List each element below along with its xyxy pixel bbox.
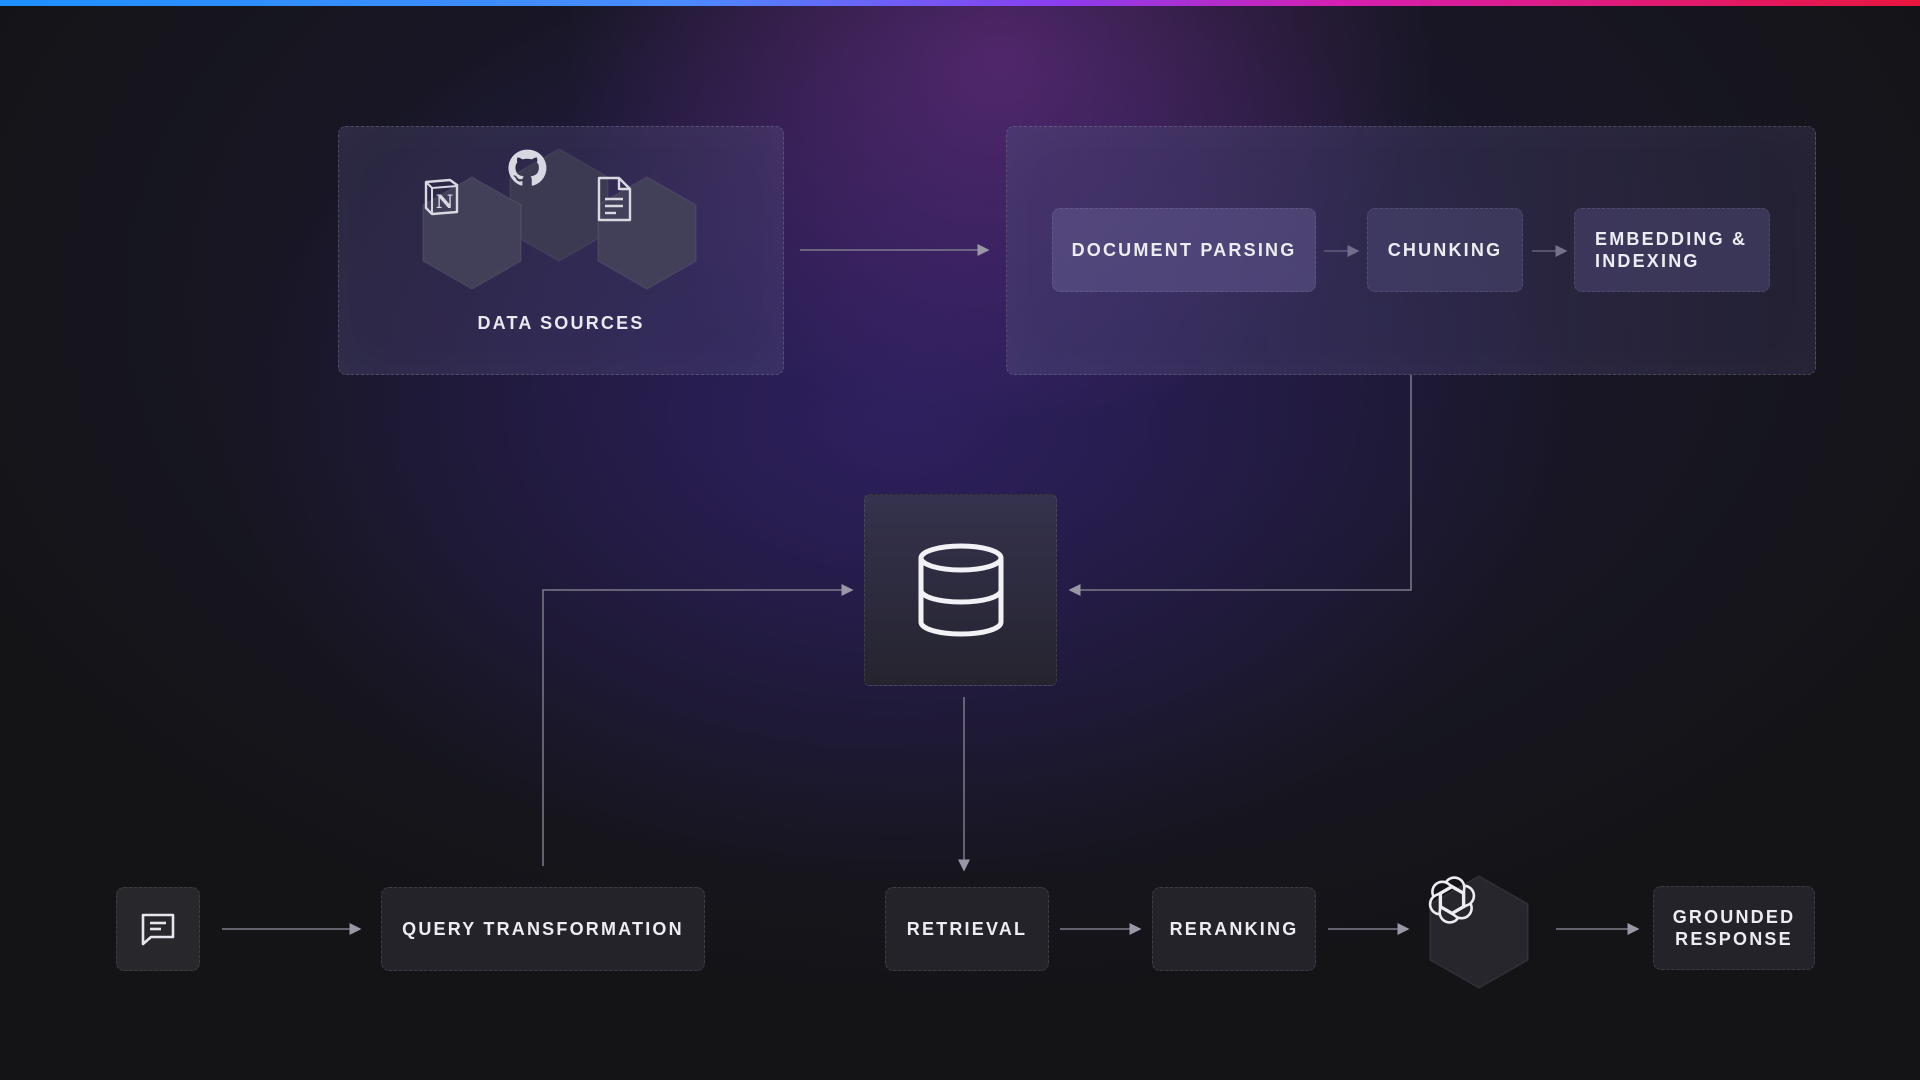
embedding-label-line1: EMBEDDING &: [1595, 229, 1748, 249]
vector-database-node: [864, 494, 1057, 686]
reranking-step: RERANKING: [1152, 887, 1316, 971]
openai-icon: [1428, 876, 1476, 924]
embedding-label-line2: INDEXING: [1595, 251, 1700, 271]
notion-icon: N: [424, 178, 459, 216]
github-icon: [508, 149, 547, 186]
top-accent-bar: [0, 0, 1920, 6]
document-source-hex: [594, 175, 700, 291]
query-transformation-step: QUERY TRANSFORMATION: [381, 887, 705, 971]
user-query-input-node: [116, 887, 200, 971]
grounded-label-line1: GROUNDED: [1672, 907, 1796, 927]
data-sources-panel: N DATA SOURCES: [338, 126, 784, 375]
chunking-step: CHUNKING: [1367, 208, 1523, 292]
data-sources-label: DATA SOURCES: [477, 313, 645, 333]
svg-text:N: N: [436, 191, 453, 213]
notion-source-hex: N: [419, 175, 525, 291]
llm-node-hex: [1426, 874, 1532, 990]
grounded-response-node: GROUNDED RESPONSE: [1653, 886, 1815, 970]
database-icon: [918, 543, 1003, 637]
arrow-processing-to-db: [1068, 375, 1412, 596]
document-parsing-step: DOCUMENT PARSING: [1052, 208, 1316, 292]
embedding-indexing-step: EMBEDDING & INDEXING: [1574, 208, 1770, 292]
chat-icon: [141, 913, 175, 946]
document-icon: [597, 176, 632, 222]
arrow-query-to-db: [542, 584, 854, 866]
retrieval-step: RETRIEVAL: [885, 887, 1049, 971]
grounded-label-line2: RESPONSE: [1675, 929, 1793, 949]
